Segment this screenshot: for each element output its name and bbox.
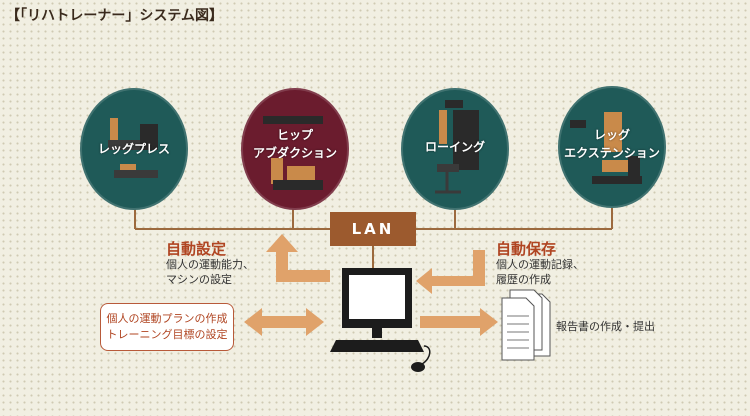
- computer-icon: [320, 266, 440, 376]
- auto-setting-line1: 個人の運動能力、: [166, 258, 254, 272]
- auto-setting-line2: マシンの設定: [166, 273, 232, 287]
- plan-line1: 個人の運動プランの作成: [107, 311, 228, 327]
- plan-line2: トレーニング目標の設定: [107, 327, 228, 343]
- plan-box: 個人の運動プランの作成 トレーニング目標の設定: [100, 303, 234, 351]
- auto-save-line1: 個人の運動記録、: [496, 258, 584, 272]
- auto-save-line2: 履歴の作成: [496, 273, 551, 287]
- plan-bidirectional-arrow: [244, 308, 324, 336]
- auto-save-heading: 自動保存: [496, 238, 556, 259]
- report-label: 報告書の作成・提出: [556, 318, 655, 334]
- auto-setting-heading: 自動設定: [166, 238, 226, 259]
- report-documents-icon: [496, 288, 556, 364]
